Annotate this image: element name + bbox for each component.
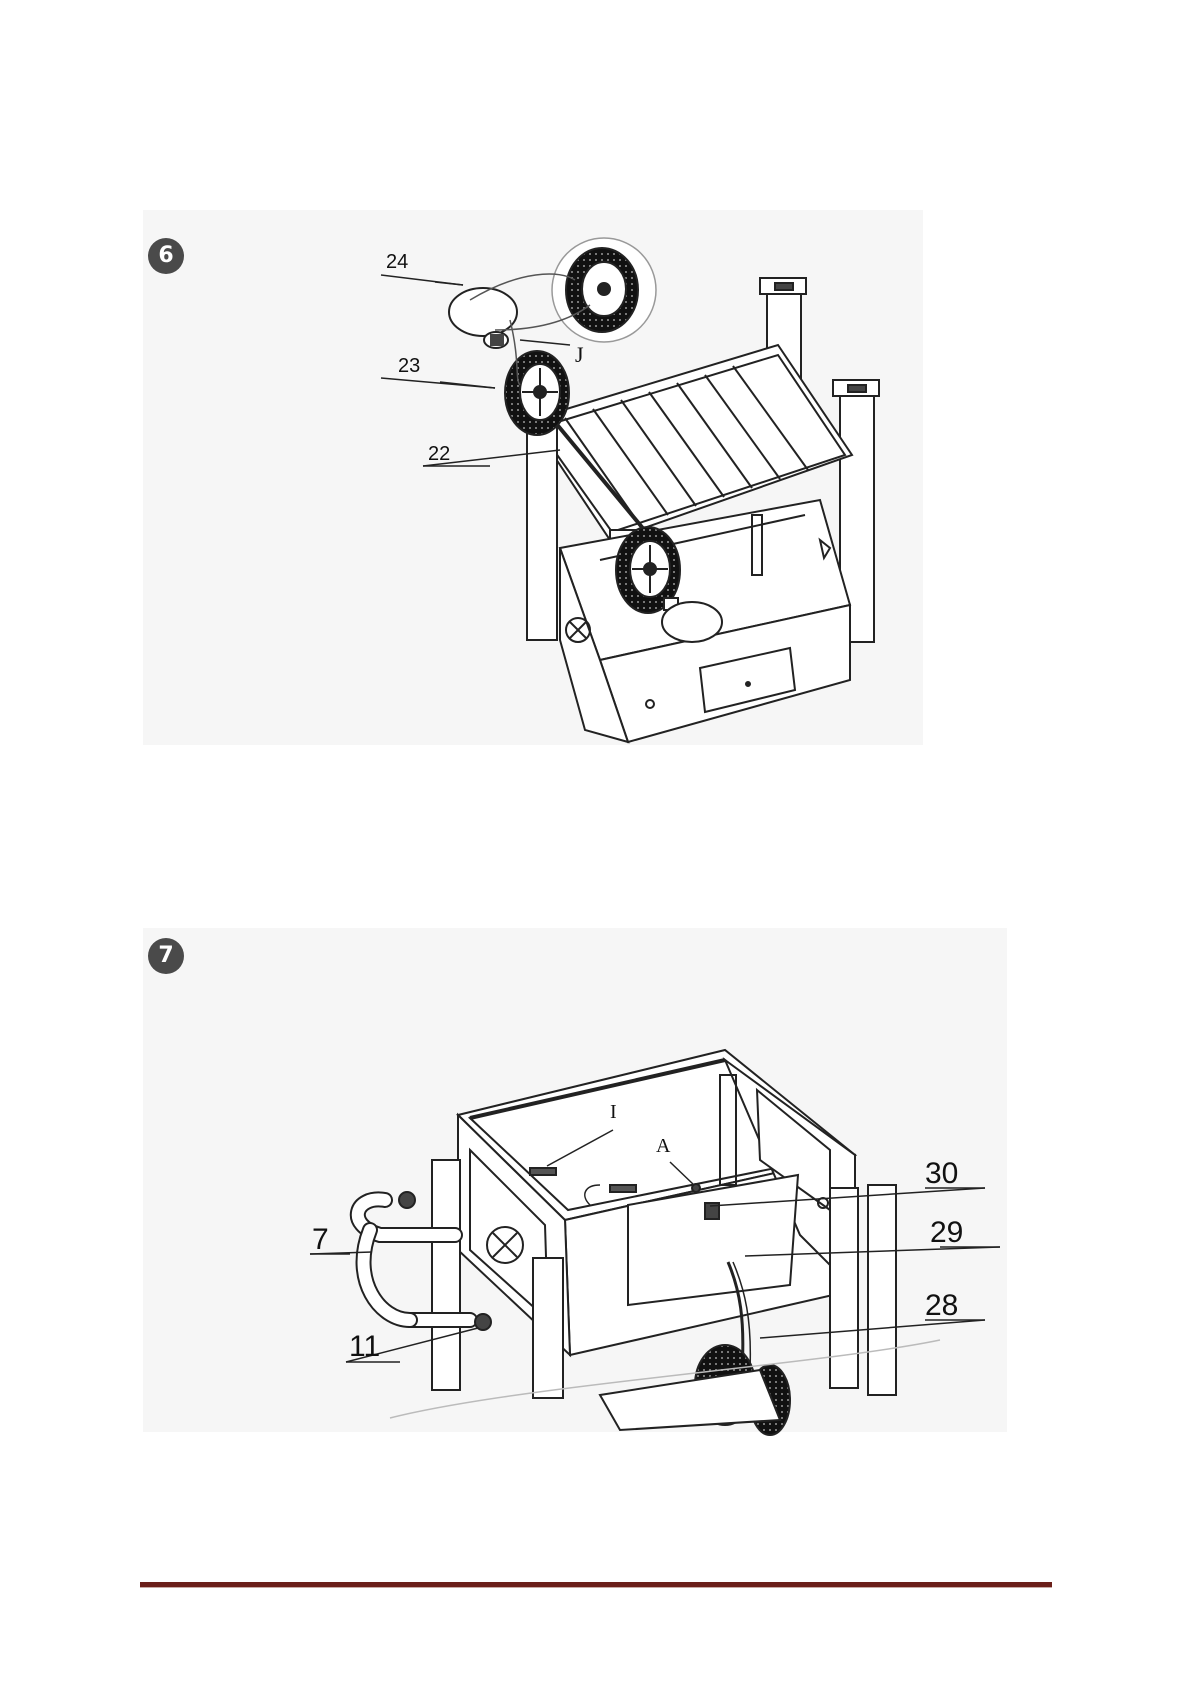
callout-22: 22	[428, 443, 450, 465]
callout-30: 30	[925, 1157, 958, 1190]
step-6-drawing	[381, 238, 879, 742]
callout-7: 7	[312, 1223, 329, 1256]
step-7-drawing	[310, 1050, 1000, 1435]
footer-rule	[140, 1582, 1052, 1588]
callout-A: A	[656, 1135, 671, 1157]
callout-24: 24	[386, 251, 408, 273]
callout-J: J	[575, 342, 584, 367]
callout-I: I	[610, 1101, 617, 1123]
callout-28: 28	[925, 1289, 958, 1322]
callout-23: 23	[398, 355, 420, 377]
callout-11: 11	[349, 1330, 380, 1363]
callout-29: 29	[930, 1216, 963, 1249]
